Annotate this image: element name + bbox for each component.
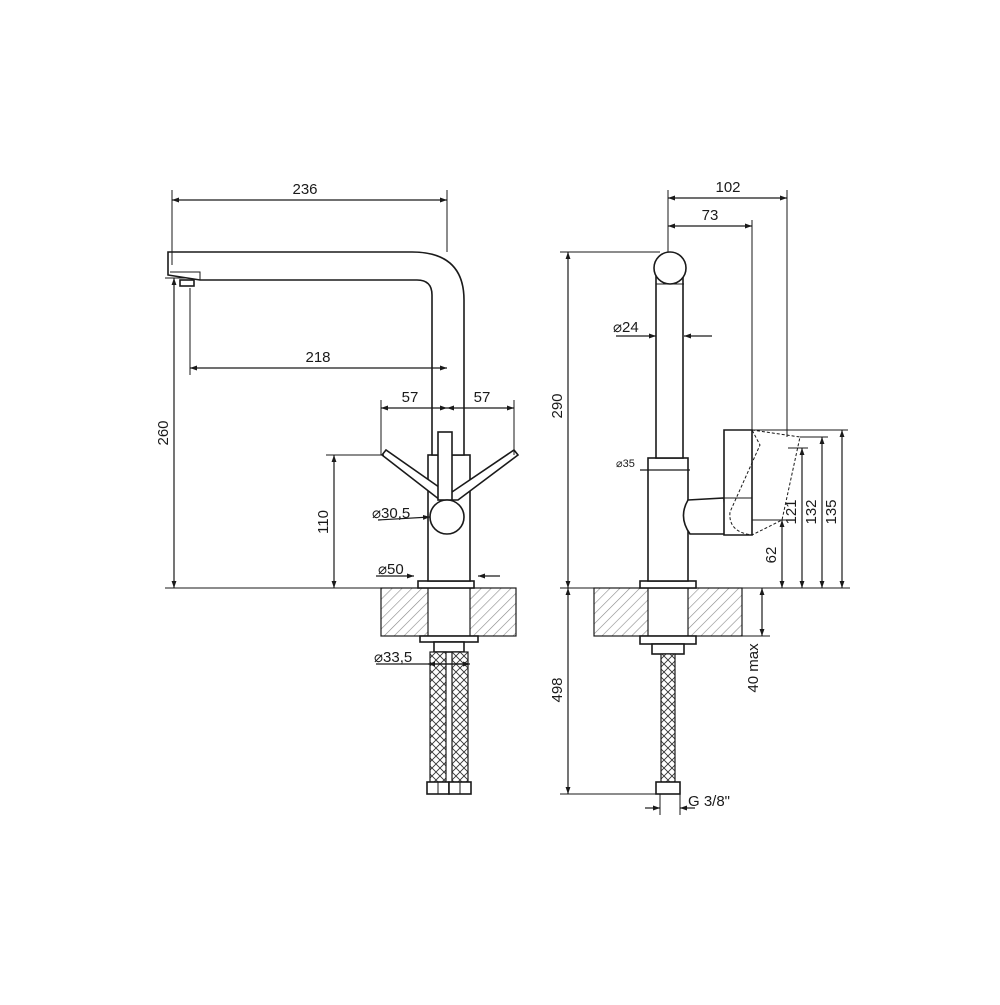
diameter-symbol: ⌀ (372, 505, 381, 522)
front-dimensions (165, 190, 515, 667)
side-mount-nut (639, 635, 697, 645)
side-hose-fitting (655, 781, 681, 795)
front-hose-left (429, 651, 447, 783)
side-mount-shank (647, 587, 689, 637)
front-mount-shank (427, 587, 471, 637)
label-57-right: 57 (474, 389, 491, 406)
label-30-5: ⌀30,5 (372, 505, 410, 522)
side-labels: 102 73 ⌀24 ⌀35 290 498 40 max 62 121 132… (549, 179, 840, 810)
label-110: 110 (315, 510, 332, 534)
side-dimensions (560, 190, 850, 815)
label-g38: G 3/8" (688, 793, 730, 810)
side-body (647, 457, 689, 582)
front-mount-stud (433, 641, 465, 653)
diameter-symbol: ⌀ (374, 649, 383, 666)
label-33-5: ⌀33,5 (374, 649, 412, 666)
side-handle-lever-alt (729, 429, 801, 536)
label-40-max: 40 max (745, 643, 762, 693)
label-135: 135 (823, 499, 840, 524)
label-498: 498 (549, 677, 566, 702)
label-35: ⌀35 (616, 458, 635, 470)
label-102: 102 (715, 179, 740, 196)
label-50: ⌀50 (378, 561, 404, 578)
label-24: ⌀24 (613, 319, 639, 336)
front-view: 236 218 57 57 260 110 ⌀30,5 ⌀50 ⌀33,5 (155, 181, 520, 795)
diameter-symbol: ⌀ (613, 319, 622, 336)
side-spout-top (653, 251, 687, 285)
side-spout-tube (655, 267, 684, 459)
front-base-plate (417, 580, 475, 589)
front-handle-stem (437, 431, 453, 501)
front-mount-nut (419, 635, 479, 643)
label-57-left: 57 (402, 389, 419, 406)
diameter-symbol: ⌀ (616, 458, 623, 470)
front-labels: 236 218 57 57 260 110 ⌀30,5 ⌀50 ⌀33,5 (155, 181, 490, 666)
side-hose (660, 653, 676, 783)
side-handle-stem (682, 497, 727, 535)
label-62: 62 (763, 547, 780, 564)
label-121: 121 (783, 499, 800, 524)
label-260: 260 (155, 420, 172, 445)
label-132: 132 (803, 499, 820, 524)
side-mount-stud (651, 643, 685, 655)
front-hose-right (451, 651, 469, 783)
side-handle-lever (723, 429, 753, 536)
label-236: 236 (292, 181, 317, 198)
front-handle-knob (429, 499, 465, 535)
diameter-symbol: ⌀ (378, 561, 387, 578)
front-aerator (179, 279, 195, 287)
label-73: 73 (702, 207, 719, 224)
dim-leader-30-5 (377, 514, 431, 521)
side-base-plate (639, 580, 697, 589)
label-218: 218 (305, 349, 330, 366)
label-290: 290 (549, 393, 566, 418)
side-view: 102 73 ⌀24 ⌀35 290 498 40 max 62 121 132… (549, 179, 850, 815)
